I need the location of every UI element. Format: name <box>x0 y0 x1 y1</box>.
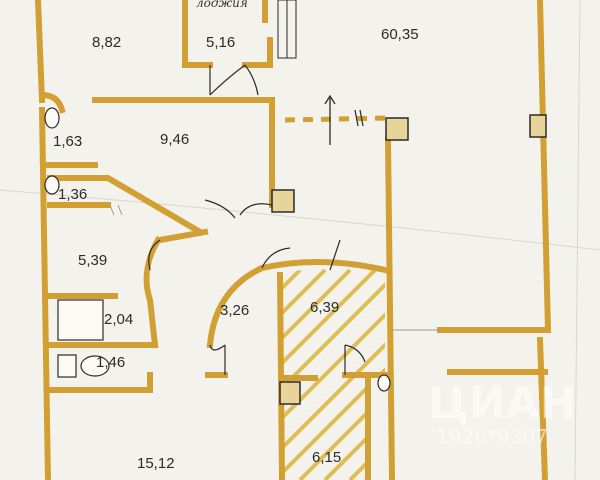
thin-lines <box>109 204 440 331</box>
watermark-code: 1926*9307 <box>436 425 548 449</box>
walls <box>34 0 552 480</box>
room-area-label-60-35: 60,35 <box>381 26 419 43</box>
room-area-label-9-46: 9,46 <box>160 131 190 148</box>
room-area-label-1-63: 1,63 <box>53 133 83 150</box>
room-area-label-15-12: 15,12 <box>137 455 175 472</box>
room-area-label-5-39: 5,39 <box>78 252 108 269</box>
handwritten-loggia-note: лоджия <box>196 0 248 10</box>
door-swings <box>148 64 366 375</box>
watermark-brand: ЦИАН <box>428 378 577 429</box>
window-markers <box>277 0 297 59</box>
columns <box>271 114 547 405</box>
room-area-label-3-26: 3,26 <box>220 302 250 319</box>
room-area-label-6-15: 6,15 <box>312 449 342 466</box>
room-area-label-5-16: 5,16 <box>206 34 236 51</box>
room-area-label-6-39: 6,39 <box>310 299 340 316</box>
room-area-label-8-82: 8,82 <box>92 34 122 51</box>
room-area-label-1-36: 1,36 <box>58 186 88 203</box>
fixtures <box>44 107 391 392</box>
room-area-label-2-04: 2,04 <box>104 311 134 328</box>
dashed-passage <box>284 94 391 145</box>
room-area-label-1-46: 1,46 <box>96 354 126 371</box>
